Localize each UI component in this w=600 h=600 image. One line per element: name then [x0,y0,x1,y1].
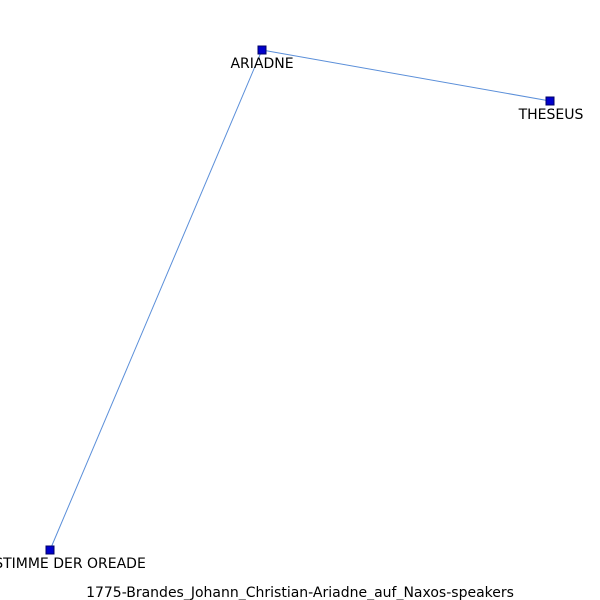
edge-layer [49,49,551,551]
node-label-ariadne: ARIADNE [230,56,293,72]
diagram-caption: 1775-Brandes_Johann_Christian-Ariadne_au… [86,585,514,600]
edge-ariadne-theseus [261,49,551,102]
label-layer: ARIADNE THESEUS STIMME DER OREADE [0,56,584,572]
node-label-oreade: STIMME DER OREADE [0,556,146,572]
node-ariadne [257,45,267,55]
node-theseus [545,96,555,106]
node-oreade [45,545,55,555]
node-label-theseus: THESEUS [518,107,584,123]
edge-ariadne-oreade [49,49,263,551]
node-layer [45,45,555,555]
